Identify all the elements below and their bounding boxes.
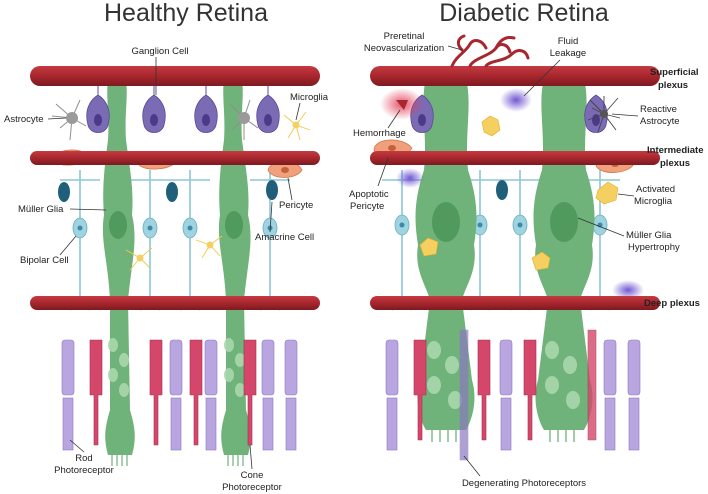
ganglion-cells — [86, 94, 280, 133]
label-deep-plexus: Deep plexus — [644, 298, 700, 309]
label-muller-glia: Müller Glia — [18, 204, 64, 215]
fluid-leakage — [396, 88, 644, 300]
astrocytes-healthy — [51, 99, 259, 141]
label-neovasc-line2: Neovascularization — [364, 43, 444, 54]
label-intermediate-line1: Intermediate — [647, 145, 704, 156]
label-activated-line2: Microglia — [634, 196, 673, 207]
reactive-astrocyte — [587, 96, 621, 133]
plexus-labels: Superficial plexus Intermediate plexus D… — [644, 67, 704, 309]
label-rod-line2: Photoreceptor — [54, 465, 114, 476]
label-fluid-line2: Leakage — [550, 48, 586, 59]
label-cone-line2: Photoreceptor — [222, 482, 282, 493]
label-superficial-line2: plexus — [658, 80, 688, 91]
label-apoptotic-line2: Pericyte — [350, 201, 384, 212]
diabetic-panel: Preretinal Neovascularization Fluid Leak… — [349, 31, 680, 489]
muller-glia-healthy — [102, 72, 251, 455]
diabetic-title: Diabetic Retina — [439, 0, 609, 27]
label-fluid-line1: Fluid — [558, 36, 579, 47]
label-rod-line1: Rod — [75, 453, 92, 464]
label-microglia: Microglia — [290, 92, 329, 103]
vessels-diabetic — [370, 66, 660, 310]
label-activated-line1: Activated — [636, 184, 675, 195]
label-astrocyte: Astrocyte — [4, 114, 44, 125]
label-neovasc-line1: Preretinal — [384, 31, 425, 42]
label-superficial-line1: Superficial — [650, 67, 699, 78]
vessels-healthy — [30, 66, 320, 310]
label-apoptotic-line1: Apoptotic — [349, 189, 389, 200]
rod-photoreceptors-diabetic — [385, 329, 641, 461]
cone-photoreceptors-healthy — [89, 339, 257, 446]
label-amacrine-cell: Amacrine Cell — [255, 232, 314, 243]
hemorrhage — [380, 88, 424, 120]
label-hemorrhage: Hemorrhage — [353, 128, 406, 139]
labels-healthy: Ganglion Cell Astrocyte Microglia Pericy… — [4, 46, 329, 493]
activated-microglia — [419, 115, 619, 271]
label-reactive-line1: Reactive — [640, 104, 677, 115]
labels-diabetic: Preretinal Neovascularization Fluid Leak… — [349, 31, 680, 489]
healthy-title: Healthy Retina — [104, 0, 268, 27]
cone-photoreceptors-diabetic — [413, 329, 597, 441]
label-degenerating: Degenerating Photoreceptors — [462, 478, 586, 489]
label-bipolar-cell: Bipolar Cell — [20, 255, 69, 266]
label-cone-line1: Cone — [241, 470, 264, 481]
label-muller-line1: Müller Glia — [626, 230, 672, 241]
label-reactive-line2: Astrocyte — [640, 116, 680, 127]
neovascularization — [450, 34, 530, 68]
label-ganglion-cell: Ganglion Cell — [131, 46, 188, 57]
label-pericyte: Pericyte — [279, 200, 313, 211]
healthy-panel: Ganglion Cell Astrocyte Microglia Pericy… — [4, 46, 329, 493]
label-muller-line2: Hypertrophy — [628, 242, 680, 253]
amacrine-cells — [58, 180, 278, 202]
microglia-healthy — [125, 111, 311, 271]
rod-photoreceptors-healthy — [61, 339, 298, 451]
label-intermediate-line2: plexus — [660, 158, 690, 169]
